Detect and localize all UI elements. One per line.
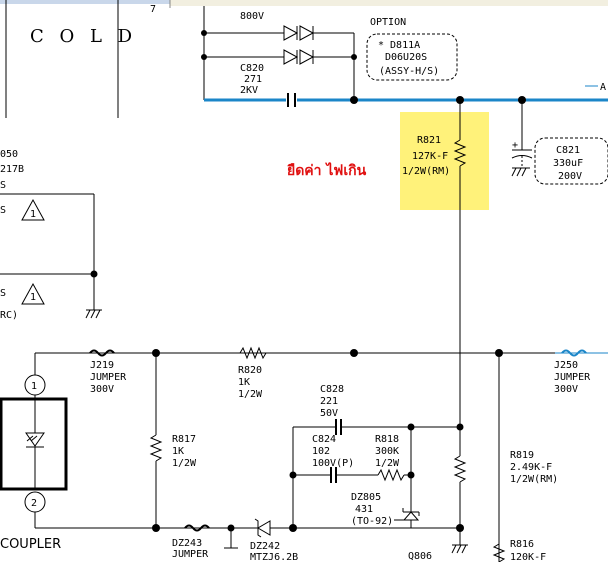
r819-ref: R819 bbox=[510, 450, 534, 461]
j250-ref: J250 bbox=[554, 360, 578, 371]
c821-value: 330uF bbox=[553, 158, 583, 169]
coupler-label: COUPLER bbox=[0, 537, 61, 552]
node-bottom-293 bbox=[289, 524, 297, 532]
r818-value: 300K bbox=[375, 446, 399, 457]
r820-rating: 1/2W bbox=[238, 389, 263, 400]
gnd-right-1 bbox=[451, 544, 457, 554]
r821-resistor bbox=[453, 139, 467, 167]
option-line-3: (ASSY-H/S) bbox=[379, 66, 439, 77]
tri-num-2: 1 bbox=[30, 292, 36, 303]
node-c824-left bbox=[289, 471, 297, 479]
c820-value: 271 bbox=[244, 74, 262, 85]
j219-ref: J219 bbox=[90, 360, 114, 371]
c828-ref: C828 bbox=[320, 384, 344, 395]
gnd-right-2 bbox=[456, 544, 462, 554]
gnd-right-3 bbox=[461, 544, 467, 554]
c824-ref: C824 bbox=[312, 434, 336, 445]
dz243-type: JUMPER bbox=[172, 549, 209, 560]
j219-jumper bbox=[89, 349, 115, 357]
optocoupler-body bbox=[0, 397, 68, 491]
r819-rating: 1/2W(RM) bbox=[510, 474, 558, 485]
edge-label-a: A bbox=[600, 82, 606, 93]
r820-resistor bbox=[239, 346, 267, 360]
dz805-value: 431 bbox=[355, 504, 373, 515]
dz242-zener-bar bbox=[254, 518, 262, 538]
r816-ref: R816 bbox=[510, 539, 534, 550]
j219-voltage: 300V bbox=[90, 384, 114, 395]
tri-num-1: 1 bbox=[30, 209, 36, 220]
right-resistor bbox=[453, 455, 467, 483]
q806-ref: Q806 bbox=[408, 551, 432, 562]
c821-capacitor: + bbox=[511, 100, 533, 177]
pin-1-label: 1 bbox=[31, 381, 37, 392]
r817-value: 1K bbox=[172, 446, 184, 457]
r821-ref: R821 bbox=[417, 135, 441, 146]
r819-value: 2.49K-F bbox=[510, 462, 552, 473]
tri-s-1: S bbox=[0, 205, 6, 216]
left-partial-2: 217B bbox=[0, 164, 24, 175]
left-ground-network bbox=[0, 193, 102, 319]
top-diode-network bbox=[201, 6, 357, 100]
option-box bbox=[366, 33, 458, 81]
r820-value: 1K bbox=[238, 377, 250, 388]
j250-voltage: 300V bbox=[554, 384, 578, 395]
node-main-2 bbox=[350, 349, 358, 357]
c821-voltage: 200V bbox=[558, 171, 582, 182]
dz805-regulator bbox=[394, 508, 420, 528]
cold-label: C O L D bbox=[30, 26, 137, 47]
option-line-1: * D811A bbox=[378, 40, 420, 51]
left-partial-1: 050 bbox=[0, 149, 18, 160]
coupler-led bbox=[25, 432, 45, 447]
c820-ref: C820 bbox=[240, 63, 264, 74]
rc-label: RC) bbox=[0, 310, 18, 321]
r818-ref: R818 bbox=[375, 434, 399, 445]
c821-ref: C821 bbox=[556, 145, 580, 156]
c824-value: 102 bbox=[312, 446, 330, 457]
dz805-ref: DZ805 bbox=[351, 492, 381, 503]
option-title: OPTION bbox=[370, 17, 406, 28]
top-window-edge: 7 bbox=[0, 0, 608, 15]
tri-s-2: S bbox=[0, 288, 6, 299]
node-bus-1 bbox=[350, 96, 358, 104]
j250-jumper bbox=[561, 349, 587, 357]
r817-ref: R817 bbox=[172, 434, 196, 445]
node-right-bottom bbox=[456, 524, 464, 532]
dz243-ref: DZ243 bbox=[172, 538, 202, 549]
r820-ref: R820 bbox=[238, 365, 262, 376]
c828-value: 221 bbox=[320, 396, 338, 407]
r817-resistor bbox=[149, 434, 163, 462]
pin-2-label: 2 bbox=[31, 498, 37, 509]
dz242-value: MTZJ6.2B bbox=[250, 552, 298, 562]
coupler-led-arrow-2 bbox=[30, 435, 38, 442]
r816-value: 120K-F bbox=[510, 552, 546, 562]
dz242-zener bbox=[257, 520, 271, 536]
node-r817-bottom bbox=[152, 524, 160, 532]
dz805-package: (TO-92) bbox=[351, 516, 393, 527]
highlight-box bbox=[400, 112, 489, 210]
label-800v: 800V bbox=[240, 11, 264, 22]
r817-rating: 1/2W bbox=[172, 458, 197, 469]
warning-triangle-2 bbox=[21, 282, 45, 305]
option-line-2: D06U20S bbox=[385, 52, 427, 63]
dz243-jumper bbox=[184, 524, 210, 532]
c828-voltage: 50V bbox=[320, 408, 338, 419]
r816-resistor bbox=[492, 543, 506, 562]
coupler-led-arrow-1 bbox=[26, 435, 34, 442]
warning-triangle-1 bbox=[21, 198, 45, 221]
c820-voltage: 2KV bbox=[240, 85, 258, 96]
dz242-ref: DZ242 bbox=[250, 541, 280, 552]
c824-voltage: 100V(P) bbox=[312, 458, 354, 469]
note-thai: ยืดค่า ไฟเกิน bbox=[287, 161, 367, 179]
r821-rating: 1/2W(RM) bbox=[402, 166, 450, 177]
left-partial-3: S bbox=[0, 180, 6, 191]
r818-rating: 1/2W bbox=[375, 458, 400, 469]
c821-box bbox=[534, 137, 608, 185]
j219-type: JUMPER bbox=[90, 372, 127, 383]
svg-text:+: + bbox=[512, 140, 518, 151]
j250-type: JUMPER bbox=[554, 372, 591, 383]
r821-value: 127K-F bbox=[412, 151, 448, 162]
frame-mark: 7 bbox=[150, 4, 156, 15]
r818-resistor bbox=[377, 468, 405, 482]
